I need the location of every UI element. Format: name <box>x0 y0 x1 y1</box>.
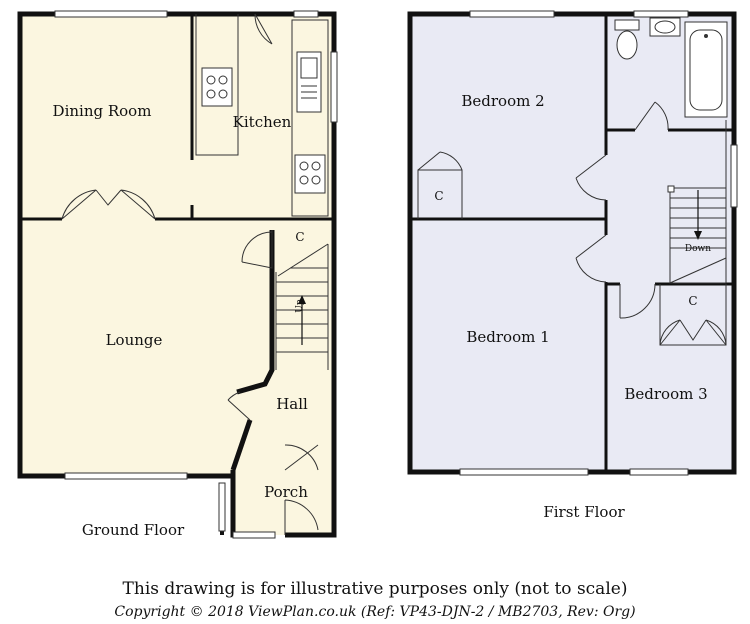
ground-floor-area <box>20 14 334 535</box>
front-door <box>284 499 319 535</box>
cupboard-label-ground: C <box>295 230 304 244</box>
window-porch-bottom <box>232 531 276 539</box>
kitchen-door <box>254 13 273 45</box>
porch-label: Porch <box>264 483 308 501</box>
window-bedroom1 <box>459 468 589 476</box>
lounge-label: Lounge <box>106 331 163 349</box>
bedroom1-door <box>575 234 607 283</box>
kitchen-counter <box>195 14 239 156</box>
window-bathroom <box>633 10 689 18</box>
stairs-down-label: Down <box>685 244 711 254</box>
window-porch-side <box>218 482 226 532</box>
stairs-down <box>667 185 727 284</box>
bedroom2-cupboard <box>417 169 463 219</box>
cupboard-label-b3: C <box>688 294 697 308</box>
disclaimer-text: This drawing is for illustrative purpose… <box>123 579 628 599</box>
hall-label: Hall <box>276 395 308 413</box>
ground-floor-caption: Ground Floor <box>82 521 185 539</box>
first-floor-plan: Bedroom 2 Bedroom 1 Bedroom 3 C C Down F… <box>407 10 738 521</box>
window-dining <box>54 10 168 18</box>
ground-floor-plan: Dining Room Kitchen Lounge Hall Porch C … <box>17 10 338 539</box>
porch-door <box>284 444 319 471</box>
first-outer-wall <box>407 11 737 475</box>
bedroom2-label: Bedroom 2 <box>461 92 544 110</box>
window-kitchen-side <box>330 51 338 123</box>
dining-room-label: Dining Room <box>53 102 152 120</box>
cupboard-label-b2: C <box>434 189 443 203</box>
porch-area <box>233 470 334 535</box>
cupboard-door <box>241 231 273 263</box>
window-kitchen-top <box>293 10 319 18</box>
bedroom3-cupboard <box>659 284 727 346</box>
bedroom1-label: Bedroom 1 <box>466 328 549 346</box>
bedroom3-label: Bedroom 3 <box>624 385 707 403</box>
hall-wall <box>236 230 275 395</box>
stairs-up <box>275 243 329 370</box>
kitchen-label: Kitchen <box>233 113 292 131</box>
window-bedroom2 <box>469 10 555 18</box>
bedroom2-door <box>575 154 607 201</box>
first-floor-area <box>410 14 734 472</box>
bathroom-door <box>634 101 669 131</box>
copyright-text: Copyright © 2018 ViewPlan.co.uk (Ref: VP… <box>114 604 635 620</box>
bedroom3-cupboard-doors <box>659 319 727 346</box>
window-bedroom3 <box>629 468 689 476</box>
window-landing <box>730 144 738 208</box>
hall-lower-wall <box>230 419 253 471</box>
first-floor-caption: First Floor <box>543 503 625 521</box>
kitchen-worktop <box>291 19 329 217</box>
window-lounge <box>64 472 188 480</box>
lounge-door <box>227 391 251 421</box>
stairs-up-label: Up <box>295 299 305 313</box>
bedroom3-door <box>619 283 656 319</box>
cooker-icon <box>294 154 326 194</box>
bedroom2-cupboard-door <box>417 151 463 171</box>
dining-double-door <box>61 189 156 220</box>
hob-icon <box>201 67 233 107</box>
toilet-icon <box>616 30 638 60</box>
cupboard-wall <box>241 230 273 269</box>
ground-outer-wall <box>17 11 337 538</box>
